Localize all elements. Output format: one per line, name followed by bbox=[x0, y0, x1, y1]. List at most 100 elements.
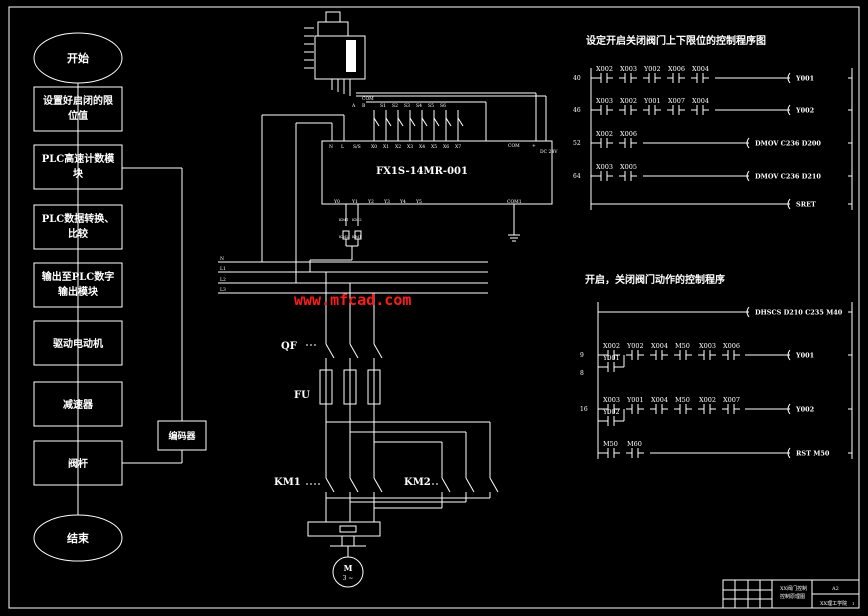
contact-label: X004 bbox=[692, 97, 709, 105]
plc-km-label-2: KM2 bbox=[352, 217, 362, 222]
contact-label: X004 bbox=[651, 342, 668, 350]
plc-com1: COM1 bbox=[507, 199, 522, 205]
contact-label: X006 bbox=[620, 130, 637, 138]
contact-label: M60 bbox=[627, 440, 642, 448]
flowchart: 开始 设置好启闭的限 位值 PLC高速计数模 块 PLC数据转换、 比较 输出至… bbox=[33, 32, 207, 562]
title-block-school: XX理工学院 bbox=[820, 600, 847, 607]
plc-input-switch bbox=[385, 117, 392, 127]
power-line-l3: L3 bbox=[220, 287, 226, 293]
drawing-border bbox=[8, 6, 860, 609]
plc-input-switch bbox=[373, 117, 380, 127]
coil-label: Y001 bbox=[795, 352, 814, 360]
plc-plus-right: + bbox=[532, 143, 536, 149]
coil-left bbox=[787, 104, 791, 116]
fu-label: FU bbox=[294, 390, 310, 401]
coil-left bbox=[746, 170, 750, 182]
contact-label: X002 bbox=[596, 65, 613, 73]
coil-label: SRET bbox=[796, 201, 816, 209]
plc-input-switch bbox=[457, 117, 464, 127]
title-block-sheet-num: 1 bbox=[852, 601, 855, 606]
flow-start: 开始 bbox=[33, 32, 123, 84]
contact-label: X007 bbox=[723, 396, 740, 404]
contact-label: M50 bbox=[675, 342, 690, 350]
rung-step-number: 9 bbox=[580, 352, 584, 359]
flow-encoder: 编码器 bbox=[122, 167, 207, 464]
coil-left bbox=[787, 447, 791, 459]
coil-label: Y001 bbox=[795, 75, 814, 83]
contact-label: X003 bbox=[603, 396, 620, 404]
contact-label: X004 bbox=[692, 65, 709, 73]
motor-label: M bbox=[344, 563, 353, 573]
plc-input-terminal: X0 bbox=[371, 144, 377, 150]
rung-step-number: 40 bbox=[573, 75, 581, 82]
coil-label: DMOV C236 D210 bbox=[755, 173, 821, 181]
plc-top-terminal: S6 bbox=[440, 103, 446, 109]
plc-com-right: COM bbox=[508, 143, 520, 149]
plc-model: FX1S-14MR-001 bbox=[376, 166, 468, 177]
plc-input-terminal: S/S bbox=[353, 144, 361, 150]
contact-label: X007 bbox=[668, 97, 685, 105]
power-line-l1: L1 bbox=[220, 266, 226, 272]
flow-start-label: 开始 bbox=[67, 51, 89, 65]
flow-step7-label: 阀杆 bbox=[68, 457, 88, 470]
flow-step-hs-counter: PLC高速计数模 块 bbox=[33, 144, 123, 190]
contact-label: X006 bbox=[668, 65, 685, 73]
flow-step-output: 输出至PLC数字 输出模块 bbox=[33, 262, 123, 308]
flow-end-label: 结束 bbox=[66, 531, 90, 545]
watermark: www.mfcad.com bbox=[294, 291, 411, 309]
flow-step4-line1: 输出至PLC数字 bbox=[42, 270, 115, 283]
plc-top-terminal: S2 bbox=[392, 103, 398, 109]
flow-step5-label: 驱动电动机 bbox=[53, 337, 103, 350]
encoder-label: 编码器 bbox=[168, 430, 196, 442]
contact-label: Y001 bbox=[643, 97, 661, 105]
contact-label: X004 bbox=[651, 396, 668, 404]
coil-label: RST M50 bbox=[796, 450, 830, 458]
flow-step3-line1: PLC数据转换、 bbox=[42, 212, 115, 225]
contact-label: X002 bbox=[596, 130, 613, 138]
coil-left bbox=[746, 306, 750, 318]
title-block-title-1: XX阀门控制 bbox=[780, 585, 807, 592]
contact-label: Y001 bbox=[626, 396, 644, 404]
contact-label: Y002 bbox=[602, 408, 620, 416]
plc-top-terminal: B bbox=[362, 103, 366, 109]
plc-output-terminal: Y2 bbox=[367, 199, 374, 205]
ladder2-title: 开启，关闭阀门动作的控制程序 bbox=[585, 273, 725, 286]
flow-end: 结束 bbox=[33, 514, 123, 562]
rung-step-number: 16 bbox=[580, 406, 588, 413]
ladder1-title: 设定开启关闭阀门上下限位的控制程序图 bbox=[586, 34, 766, 47]
power-circuit: N L1 L2 L3 QF FU KM1 KM2 bbox=[218, 256, 499, 588]
flow-step1-line2: 位值 bbox=[68, 109, 88, 122]
coil-label: DHSCS D210 C235 M40 bbox=[755, 309, 843, 317]
coil-left bbox=[787, 403, 791, 415]
power-line-l2: L2 bbox=[220, 277, 226, 283]
plc-input-switch bbox=[409, 117, 416, 127]
contact-label: X002 bbox=[699, 396, 716, 404]
branch-step-number: 8 bbox=[580, 370, 584, 377]
contact-label: Y002 bbox=[643, 65, 661, 73]
plc-input-terminal: L bbox=[341, 144, 344, 150]
plc-output-terminal: Y0 bbox=[333, 199, 340, 205]
flow-step2-line1: PLC高速计数模 bbox=[42, 152, 116, 165]
contact-label: M50 bbox=[603, 440, 618, 448]
coil-left bbox=[787, 349, 791, 361]
plc-block: FX1S-14MR-001 COM + DC 24V COM1 KM1 KM2 … bbox=[261, 92, 558, 283]
plc-top-terminal: S4 bbox=[416, 103, 422, 109]
coil-label: Y002 bbox=[795, 107, 814, 115]
km1-label: KM1 bbox=[274, 477, 301, 488]
plc-output-terminal: Y4 bbox=[399, 199, 406, 205]
contact-label: X002 bbox=[603, 342, 620, 350]
power-line-n: N bbox=[220, 256, 224, 262]
plc-input-terminal: X5 bbox=[431, 144, 437, 150]
contact-label: X002 bbox=[620, 97, 637, 105]
flow-step3-line2: 比较 bbox=[68, 227, 88, 240]
contact-label: X003 bbox=[620, 65, 637, 73]
coil-label: DMOV C236 D200 bbox=[755, 140, 821, 148]
flow-step2-line2: 块 bbox=[73, 167, 84, 180]
contact-label: X006 bbox=[723, 342, 740, 350]
flow-step-reducer: 减速器 bbox=[33, 381, 123, 427]
plc-top-terminal: S3 bbox=[404, 103, 410, 109]
title-block: XX阀门控制 控制原理图 A2 XX理工学院 1 bbox=[722, 579, 860, 609]
plc-input-terminal: X1 bbox=[383, 144, 389, 150]
